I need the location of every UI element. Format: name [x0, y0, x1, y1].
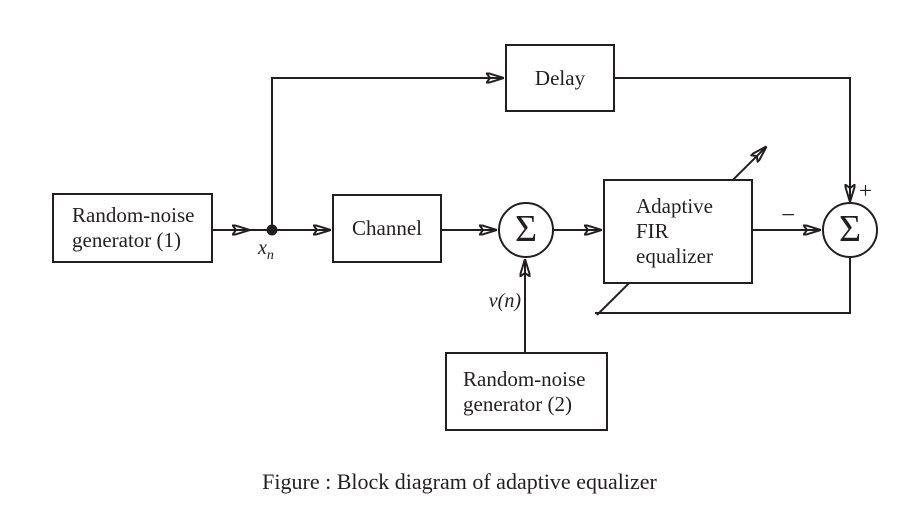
block-random-noise-generator-2: Random-noise generator (2) — [445, 352, 608, 431]
wire-node-to-delay — [271, 78, 503, 230]
block-label-line: Adaptive — [636, 194, 713, 218]
minus-sign: − — [781, 202, 796, 229]
wire-summer2-feedback — [595, 258, 851, 314]
block-label-line: generator (2) — [463, 391, 573, 416]
branch-node-dot — [266, 224, 278, 236]
summing-junction-1: Σ — [498, 202, 554, 258]
sigma-symbol: Σ — [838, 207, 862, 250]
block-label-line: Random-noise — [72, 203, 195, 227]
vn-text: v(n) — [488, 290, 521, 312]
xn-base: x — [258, 237, 267, 259]
figure-caption: Figure : Block diagram of adaptive equal… — [262, 469, 657, 494]
xn-subscript: n — [266, 248, 274, 263]
sigma-symbol: Σ — [514, 207, 538, 250]
summing-junction-2: Σ — [822, 202, 878, 258]
block-label-line: Channel — [352, 216, 422, 240]
block-channel: Channel — [332, 194, 442, 263]
block-label-line: Random-noise — [463, 366, 586, 391]
wire-delay-to-summer2 — [615, 77, 850, 201]
signal-label-xn: xn — [258, 237, 274, 263]
block-label-line: Delay — [534, 65, 586, 90]
signal-label-vn: v(n) — [477, 290, 521, 312]
block-delay: Delay — [505, 44, 615, 112]
block-label-line: equalizer — [636, 244, 713, 268]
block-adaptive-fir-equalizer: Adaptive FIR equalizer — [603, 179, 753, 284]
block-label-line: FIR — [636, 219, 669, 243]
block-label-line: generator (1) — [72, 228, 182, 252]
block-random-noise-generator-1: Random-noise generator (1) — [52, 193, 213, 263]
plus-sign: + — [859, 178, 872, 203]
